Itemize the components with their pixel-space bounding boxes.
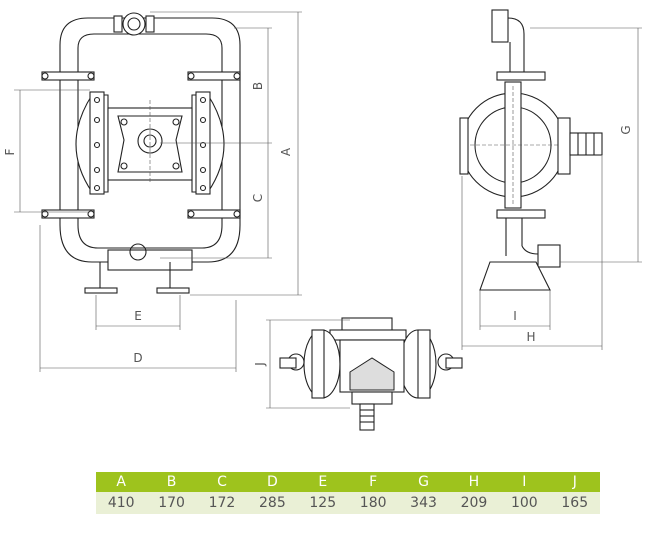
header-d: D: [247, 472, 298, 492]
label-h: H: [526, 330, 535, 344]
dimensions-table: A B C D E F G H I J 410 170 172 285 125 …: [96, 472, 600, 514]
label-j: J: [253, 362, 267, 367]
value-j: 165: [549, 492, 600, 514]
value-d: 285: [247, 492, 298, 514]
front-view: [41, 12, 241, 294]
header-i: I: [499, 472, 550, 492]
label-g: G: [619, 125, 633, 134]
header-e: E: [297, 472, 348, 492]
value-e: 125: [297, 492, 348, 514]
value-i: 100: [499, 492, 550, 514]
label-f: F: [3, 148, 17, 155]
side-view: [459, 9, 603, 291]
label-b: B: [251, 82, 265, 90]
header-f: F: [347, 472, 399, 492]
header-a: A: [96, 472, 147, 492]
value-c: 172: [196, 492, 248, 514]
value-g: 343: [398, 492, 449, 514]
value-f: 180: [347, 492, 399, 514]
front-view-dimensions: [14, 11, 302, 372]
dimensions-value-row: 410 170 172 285 125 180 343 209 100 165: [96, 492, 600, 514]
header-c: C: [196, 472, 248, 492]
dimensions-header-row: A B C D E F G H I J: [96, 472, 600, 492]
value-h: 209: [448, 492, 500, 514]
label-d: D: [133, 351, 142, 365]
header-g: G: [398, 472, 449, 492]
header-h: H: [448, 472, 500, 492]
label-c: C: [251, 194, 265, 202]
top-view: [279, 317, 463, 431]
value-b: 170: [146, 492, 197, 514]
label-a: A: [279, 147, 293, 156]
label-i: I: [513, 309, 517, 323]
pump-technical-drawing: A B C F E D: [3, 9, 642, 431]
value-a: 410: [96, 492, 147, 514]
label-e: E: [134, 309, 142, 323]
top-view-dimensions: [266, 319, 350, 409]
side-view-dimensions: [461, 27, 642, 350]
header-b: B: [146, 472, 197, 492]
header-j: J: [549, 472, 600, 492]
